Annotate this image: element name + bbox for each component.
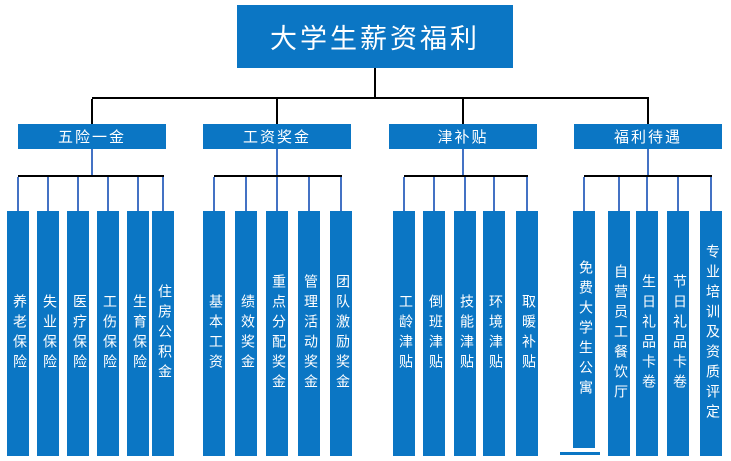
connector-drop-branch-1 bbox=[91, 99, 93, 125]
connector-leaf-drop bbox=[308, 177, 310, 212]
connector-leaf-drop bbox=[526, 177, 528, 212]
leaf-label: 免费大学生公寓 bbox=[577, 259, 592, 400]
underline-artifact bbox=[560, 452, 600, 455]
connector-branch-stem bbox=[647, 149, 649, 176]
connector-leaf-drop bbox=[17, 177, 19, 212]
branch-header-label: 工资奖金 bbox=[242, 130, 311, 146]
leaf-label: 生日礼品卡卷 bbox=[640, 273, 655, 394]
tree-leaf-node: 免费大学生公寓 bbox=[573, 211, 595, 448]
connector-root-hline bbox=[92, 97, 649, 99]
connector-leaf-drop bbox=[646, 177, 648, 212]
connector-leaf-drop bbox=[618, 177, 620, 212]
tree-leaf-node: 专业培训及资质评定 bbox=[700, 211, 722, 456]
leaf-label: 工龄津贴 bbox=[397, 293, 412, 374]
connector-leaf-drop bbox=[137, 177, 139, 212]
connector-leaf-drop bbox=[107, 177, 109, 212]
leaf-label: 自营员工餐饮厅 bbox=[612, 263, 627, 404]
leaf-label: 失业保险 bbox=[41, 293, 56, 374]
tree-leaf-node: 管理活动奖金 bbox=[298, 211, 320, 456]
leaf-label: 技能津贴 bbox=[458, 293, 473, 374]
leaf-label: 专业培训及资质评定 bbox=[704, 243, 719, 424]
tree-leaf-node: 住房公积金 bbox=[152, 211, 174, 456]
leaf-label: 重点分配奖金 bbox=[270, 273, 285, 394]
connector-leaf-drop bbox=[245, 177, 247, 212]
leaf-label: 养老保险 bbox=[11, 293, 26, 374]
tree-leaf-node: 生日礼品卡卷 bbox=[636, 211, 658, 456]
leaf-label: 绩效奖金 bbox=[239, 293, 254, 374]
leaf-label: 生育保险 bbox=[131, 293, 146, 374]
tree-leaf-node: 医疗保险 bbox=[67, 211, 89, 456]
connector-drop-branch-4 bbox=[647, 99, 649, 125]
connector-leaf-drop bbox=[433, 177, 435, 212]
tree-leaf-node: 绩效奖金 bbox=[235, 211, 257, 456]
connector-leaf-drop bbox=[340, 177, 342, 212]
chart-root-title: 大学生薪资福利 bbox=[237, 5, 513, 68]
branch-header-insurance: 五险一金 bbox=[18, 124, 166, 149]
leaf-label: 工伤保险 bbox=[101, 293, 116, 374]
tree-leaf-node: 养老保险 bbox=[7, 211, 29, 456]
tree-leaf-node: 技能津贴 bbox=[454, 211, 476, 456]
tree-leaf-node: 基本工资 bbox=[203, 211, 225, 456]
connector-branch-stem bbox=[276, 149, 278, 176]
tree-leaf-node: 重点分配奖金 bbox=[266, 211, 288, 456]
connector-branch-hline bbox=[584, 175, 712, 177]
branch-header-salary-bonus: 工资奖金 bbox=[203, 124, 351, 149]
leaf-label: 节日礼品卡卷 bbox=[671, 273, 686, 394]
tree-leaf-node: 取暖补贴 bbox=[516, 211, 538, 456]
connector-branch-hline bbox=[18, 175, 164, 177]
tree-leaf-node: 工龄津贴 bbox=[393, 211, 415, 456]
branch-header-allowance: 津补贴 bbox=[389, 124, 537, 149]
connector-branch-hline bbox=[404, 175, 528, 177]
connector-leaf-drop bbox=[464, 177, 466, 212]
connector-leaf-drop bbox=[162, 177, 164, 212]
connector-leaf-drop bbox=[47, 177, 49, 212]
leaf-label: 团队激励奖金 bbox=[334, 273, 349, 394]
tree-leaf-node: 工伤保险 bbox=[97, 211, 119, 456]
branch-header-label: 津补贴 bbox=[437, 130, 489, 146]
branch-header-label: 五险一金 bbox=[57, 130, 126, 146]
connector-branch-stem bbox=[462, 149, 464, 176]
tree-leaf-node: 团队激励奖金 bbox=[330, 211, 352, 456]
branch-header-label: 福利待遇 bbox=[613, 130, 682, 146]
tree-leaf-node: 环境津贴 bbox=[483, 211, 505, 456]
connector-leaf-drop bbox=[276, 177, 278, 212]
connector-leaf-drop bbox=[677, 177, 679, 212]
connector-root-stem bbox=[374, 68, 376, 98]
connector-leaf-drop bbox=[583, 177, 585, 212]
connector-branch-hline bbox=[214, 175, 342, 177]
connector-drop-branch-3 bbox=[462, 99, 464, 125]
leaf-label: 管理活动奖金 bbox=[302, 273, 317, 394]
tree-leaf-node: 生育保险 bbox=[127, 211, 149, 456]
connector-leaf-drop bbox=[710, 177, 712, 212]
chart-root-title-label: 大学生薪资福利 bbox=[270, 24, 480, 54]
leaf-label: 基本工资 bbox=[207, 293, 222, 374]
tree-leaf-node: 节日礼品卡卷 bbox=[667, 211, 689, 456]
leaf-label: 取暖补贴 bbox=[520, 293, 535, 374]
leaf-label: 医疗保险 bbox=[71, 293, 86, 374]
connector-leaf-drop bbox=[213, 177, 215, 212]
leaf-label: 倒班津贴 bbox=[427, 293, 442, 374]
connector-leaf-drop bbox=[493, 177, 495, 212]
connector-leaf-drop bbox=[77, 177, 79, 212]
leaf-label: 环境津贴 bbox=[487, 293, 502, 374]
tree-leaf-node: 失业保险 bbox=[37, 211, 59, 456]
tree-leaf-node: 倒班津贴 bbox=[423, 211, 445, 456]
leaf-label: 住房公积金 bbox=[156, 283, 171, 384]
connector-drop-branch-2 bbox=[276, 99, 278, 125]
connector-branch-stem bbox=[91, 149, 93, 176]
branch-header-welfare: 福利待遇 bbox=[574, 124, 722, 149]
tree-leaf-node: 自营员工餐饮厅 bbox=[608, 211, 630, 456]
connector-leaf-drop bbox=[403, 177, 405, 212]
